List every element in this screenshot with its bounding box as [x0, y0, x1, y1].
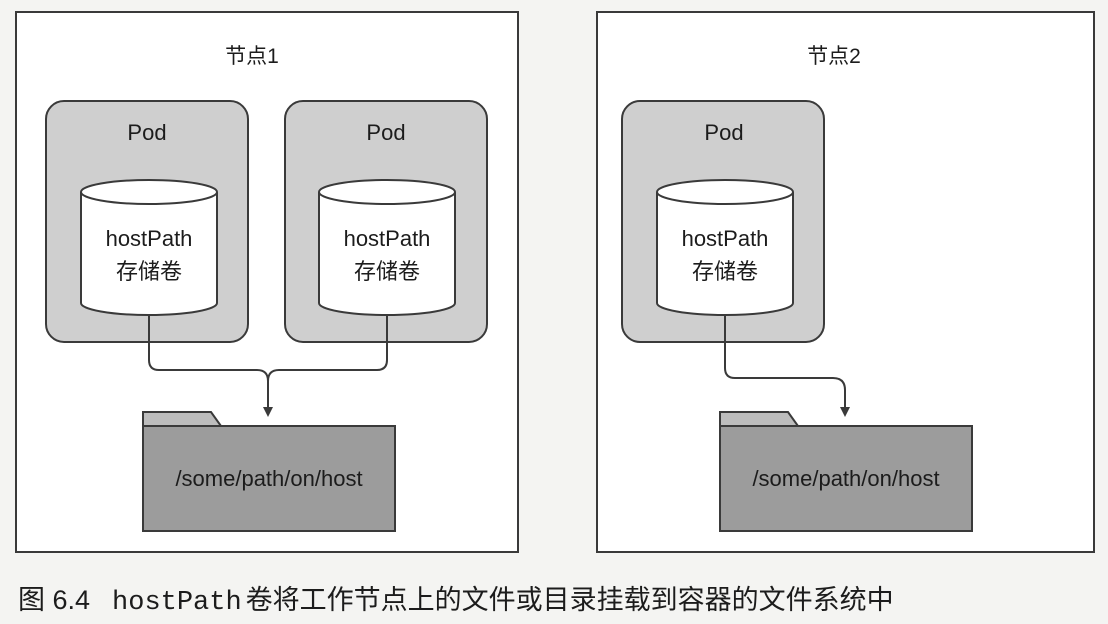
connector-pod-2-to-folder: [267, 315, 388, 382]
pod-2: Pod hostPath 存储卷: [284, 100, 488, 343]
volume-label-line-1: hostPath: [682, 226, 769, 251]
node-2: 节点2 Pod hostPath 存储卷 /some/path/on/host: [596, 11, 1095, 553]
volume-icon: [656, 179, 794, 316]
pod-1-label: Pod: [127, 120, 166, 145]
pod-2-label: Pod: [366, 120, 405, 145]
volume-label-line-2: 存储卷: [692, 259, 758, 284]
node-1-label: 节点1: [225, 45, 279, 68]
pod-3-label: Pod: [704, 120, 743, 145]
pod-1: Pod hostPath 存储卷: [45, 100, 249, 343]
volume-icon: [80, 179, 218, 316]
pod-3: Pod hostPath 存储卷: [621, 100, 825, 343]
caption-text: 卷将工作节点上的文件或目录挂载到容器的文件系统中: [245, 585, 894, 616]
caption-code: hostPath: [112, 588, 242, 618]
folder-icon: [719, 411, 973, 532]
volume-label-line-2: 存储卷: [116, 259, 182, 284]
volume-label-line-1: hostPath: [344, 226, 431, 251]
volume-label-line-1: hostPath: [106, 226, 193, 251]
diagram: 节点1 Pod hostPath 存储卷 Pod hostPath 存储卷: [15, 11, 1095, 553]
connector-pod-3-to-folder: [724, 315, 850, 417]
caption-figure-number: 图 6.4: [18, 585, 91, 615]
volume-label-line-2: 存储卷: [354, 259, 420, 284]
folder-label: /some/path/on/host: [752, 466, 939, 491]
node-1: 节点1 Pod hostPath 存储卷 Pod hostPath 存储卷: [15, 11, 519, 553]
folder-label: /some/path/on/host: [175, 466, 362, 491]
folder-icon: [142, 411, 396, 532]
connector-pod-1-to-folder: [148, 315, 273, 417]
node-2-label: 节点2: [807, 45, 861, 68]
